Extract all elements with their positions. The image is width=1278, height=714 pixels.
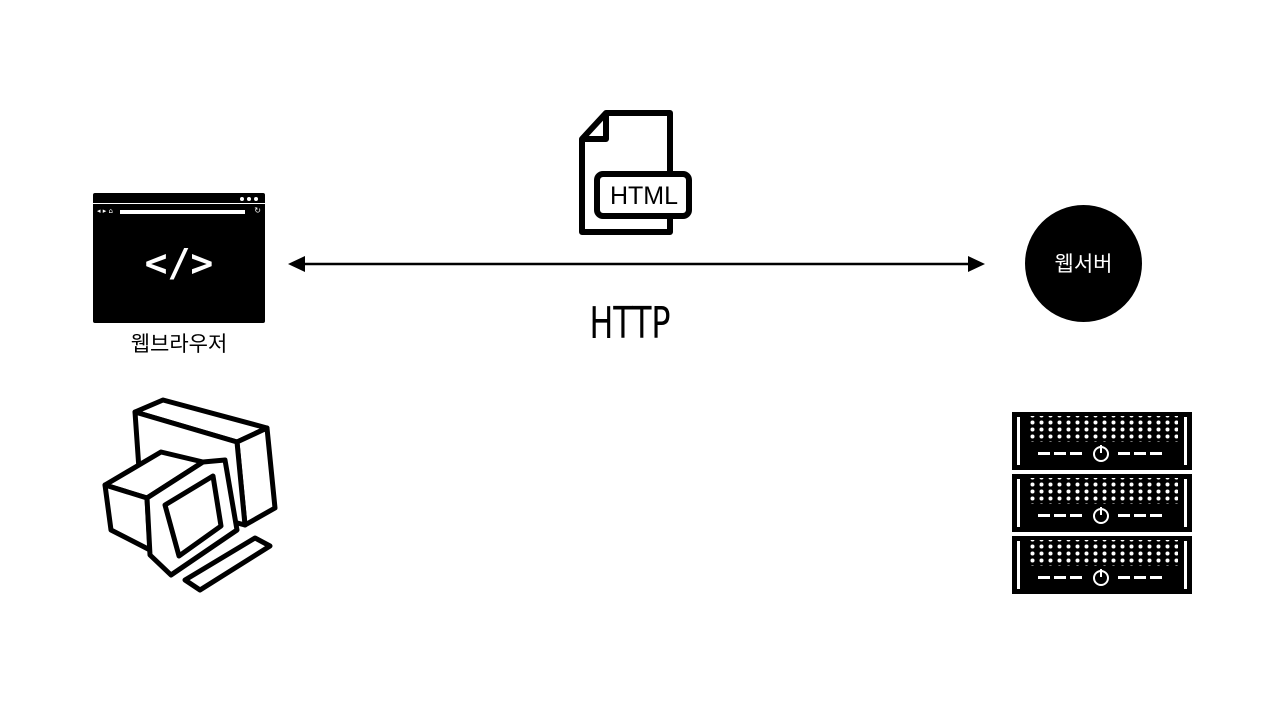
html-document-label: HTML (609, 182, 679, 210)
browser-label: 웹브라우저 (130, 332, 228, 356)
reload-icon: ↻ (254, 206, 261, 215)
window-controls (240, 197, 258, 201)
protocol-label: HTTP (589, 298, 671, 349)
double-headed-arrow (288, 256, 985, 272)
code-tag-icon: </> (144, 241, 214, 285)
web-server-label: 웹서버 (1054, 251, 1113, 276)
browser-window-icon: ◂ ▸ ⌂ ↻ </> (93, 193, 265, 323)
titlebar-divider (93, 203, 265, 204)
web-server-badge: 웹서버 (1025, 205, 1142, 322)
html-document-icon (579, 110, 692, 235)
browser-nav-icons: ◂ ▸ ⌂ (97, 207, 113, 215)
desktop-computer-icon (102, 397, 278, 593)
server-rack-icon (1011, 412, 1193, 594)
address-bar (120, 210, 245, 214)
